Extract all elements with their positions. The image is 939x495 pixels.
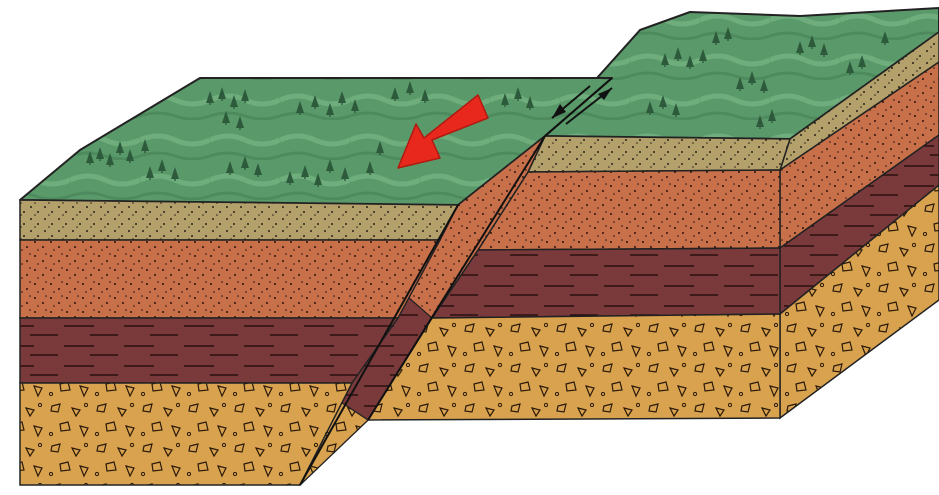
left-front-shale xyxy=(20,318,398,383)
right-front-conglomerate xyxy=(368,314,780,420)
right-front-red-sandstone xyxy=(478,170,780,250)
left-front-conglomerate xyxy=(20,383,352,485)
right-front-sandstone xyxy=(528,136,790,172)
right-front-shale xyxy=(432,248,780,318)
left-front-red-sandstone xyxy=(20,240,440,318)
left-front-sandstone xyxy=(20,200,458,240)
